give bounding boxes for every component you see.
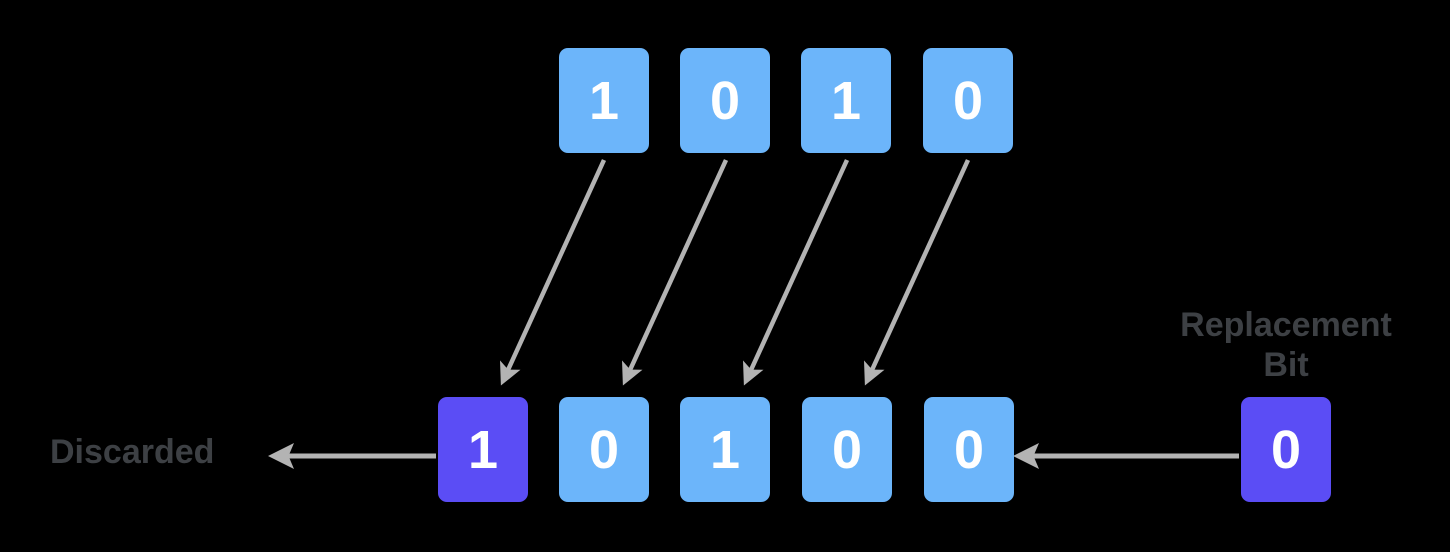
discarded-bit[interactable]: 1 xyxy=(438,397,528,502)
shift-arrow-group xyxy=(500,159,971,386)
replacement-bit[interactable]: 0 xyxy=(1241,397,1331,502)
shift-arrow-3 xyxy=(743,159,850,386)
shifted-bit-1[interactable]: 0 xyxy=(559,397,649,502)
input-bit-2[interactable]: 1 xyxy=(801,48,891,153)
shift-arrow-1 xyxy=(500,159,607,386)
replacement-bit-label: Replacement Bit xyxy=(1180,306,1392,385)
discarded-label: Discarded xyxy=(50,433,215,471)
shifted-bit-4[interactable]: 0 xyxy=(924,397,1014,502)
shift-arrow-2 xyxy=(622,159,729,386)
shift-arrow-4 xyxy=(864,159,971,386)
input-bit-1[interactable]: 0 xyxy=(680,48,770,153)
input-bit-0[interactable]: 1 xyxy=(559,48,649,153)
input-bit-3[interactable]: 0 xyxy=(923,48,1013,153)
shifted-bit-2[interactable]: 1 xyxy=(680,397,770,502)
shifted-bit-3[interactable]: 0 xyxy=(802,397,892,502)
